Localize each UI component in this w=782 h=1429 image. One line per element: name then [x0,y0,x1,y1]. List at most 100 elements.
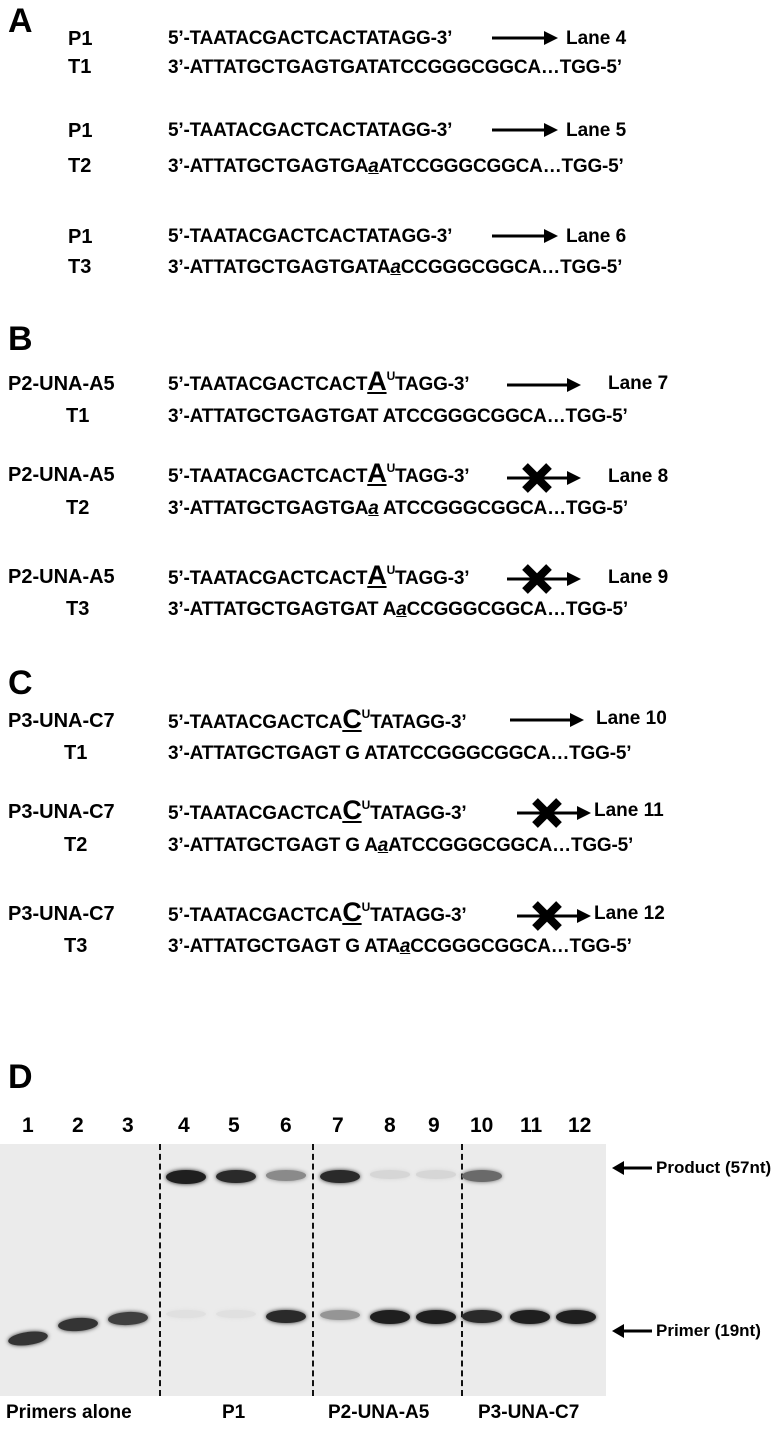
lane-label: Lane 6 [566,226,627,247]
primer-sequence: 5’-TAATACGACTCACTATAGG-3’ [168,28,453,49]
una-primer-sequence: 5’-TAATACGACTCACUTATAGG-3’ [168,897,467,927]
una-modified-base: A [367,366,387,396]
product-band [166,1170,206,1184]
primer-band [216,1310,256,1319]
product-band [416,1170,456,1179]
lane-label: Lane 4 [566,28,627,49]
primer-band [7,1329,49,1348]
una-modified-base: C [342,897,362,927]
template-sequence: 3’-ATTATGCTGAGTGAa ATCCGGGCGGCA…TGG-5’ [168,498,628,519]
primer-band [266,1310,306,1324]
template-label: T3 [68,256,92,278]
gel-lane-divider [461,1144,463,1396]
lane-number: 6 [280,1114,292,1137]
primer-band [416,1310,456,1324]
primer-label: P1 [68,226,93,248]
mismatch-base: a [368,498,379,519]
product-band [266,1170,306,1181]
lane-number: 11 [520,1114,543,1137]
una-primer-sequence: 5’-TAATACGACTCACUTATAGG-3’ [168,704,467,734]
mismatch-base: a [368,156,379,177]
extension-arrow [492,123,558,137]
mismatch-base: a [396,599,407,620]
primer-band [510,1310,550,1324]
primer-label: P3-UNA-C7 [8,801,115,823]
lane-number: 3 [122,1114,134,1137]
template-sequence: 3’-ATTATGCTGAGTGATATCCGGGCGGCA…TGG-5’ [168,57,622,78]
lane-number: 5 [228,1114,240,1137]
product-band [370,1170,410,1179]
panel-d-letter: D [8,1058,33,1096]
primer-sequence: 5’-TAATACGACTCACTATAGG-3’ [168,120,453,141]
lane-number: 4 [178,1114,190,1137]
lane-label: Lane 5 [566,120,627,141]
primer-band [166,1310,206,1319]
gel-image [0,1144,606,1396]
primer-band [556,1310,596,1324]
lane-label: Lane 7 [608,373,669,394]
gel-group-label: P3-UNA-C7 [478,1402,580,1423]
lane-number: 7 [332,1114,344,1137]
una-superscript: U [361,798,371,812]
gel-lane-divider [312,1144,314,1396]
template-sequence: 3’-ATTATGCTGAGTGAT ATCCGGGCGGCA…TGG-5’ [168,406,628,427]
product-band-label: Product (57nt) [656,1158,772,1177]
blocked-extension-arrow [517,798,591,828]
template-label: T3 [66,598,90,620]
una-primer-sequence: 5’-TAATACGACTCACTAUTAGG-3’ [168,560,470,590]
template-sequence: 3’-ATTATGCTGAGT G AaATCCGGGCGGCA…TGG-5’ [168,835,634,856]
extension-arrow [510,713,584,727]
panel-c-letter: C [8,664,33,702]
product-pointer-arrow [612,1161,652,1175]
una-superscript: U [361,707,371,721]
una-superscript: U [386,563,396,577]
primer-label: P2-UNA-A5 [8,464,115,486]
primer-label: P3-UNA-C7 [8,710,115,732]
una-superscript: U [386,369,396,383]
extension-arrow [492,229,558,243]
una-modified-base: A [367,560,387,590]
gel-group-label: Primers alone [6,1402,132,1423]
gel-lane-divider [159,1144,161,1396]
lane-number: 12 [568,1114,592,1137]
product-band [462,1170,502,1182]
lane-number: 10 [470,1114,494,1137]
una-primer-sequence: 5’-TAATACGACTCACTAUTAGG-3’ [168,458,470,488]
una-primer-sequence: 5’-TAATACGACTCACTAUTAGG-3’ [168,366,470,396]
primer-band [462,1310,502,1324]
primer-band-label: Primer (19nt) [656,1321,761,1340]
primer-band [57,1316,99,1333]
lane-label: Lane 8 [608,466,669,487]
lane-label: Lane 12 [594,903,665,924]
una-modified-base: C [342,795,362,825]
template-sequence: 3’-ATTATGCTGAGT G ATAaCCGGGCGGCA…TGG-5’ [168,936,632,957]
mismatch-base: a [399,936,411,957]
primer-label: P1 [68,120,93,142]
primer-sequence: 5’-TAATACGACTCACTATAGG-3’ [168,226,453,247]
lane-number: 1 [22,1114,34,1137]
template-label: T1 [64,742,88,764]
panel-a-letter: A [8,2,33,40]
lane-number: 9 [428,1114,440,1137]
lane-label: Lane 9 [608,567,669,588]
lane-label: Lane 11 [594,800,664,821]
template-label: T1 [66,405,90,427]
gel-group-label: P2-UNA-A5 [328,1402,430,1423]
extension-arrow [492,31,558,45]
product-band [216,1170,256,1184]
una-superscript: U [361,900,371,914]
template-sequence: 3’-ATTATGCTGAGTGATAaCCGGGCGGCA…TGG-5’ [168,257,623,278]
una-primer-sequence: 5’-TAATACGACTCACUTATAGG-3’ [168,795,467,825]
template-label: T2 [64,834,88,856]
primer-label: P3-UNA-C7 [8,903,115,925]
primer-label: P2-UNA-A5 [8,373,115,395]
mismatch-base: a [377,835,389,856]
blocked-extension-arrow [517,901,591,931]
gel-group-label: P1 [222,1402,246,1423]
lane-number: 8 [384,1114,396,1137]
template-sequence: 3’-ATTATGCTGAGTGAaATCCGGGCGGCA…TGG-5’ [168,156,624,177]
primer-label: P2-UNA-A5 [8,566,115,588]
primer-label: P1 [68,28,93,50]
template-label: T3 [64,935,88,957]
una-superscript: U [386,461,396,475]
